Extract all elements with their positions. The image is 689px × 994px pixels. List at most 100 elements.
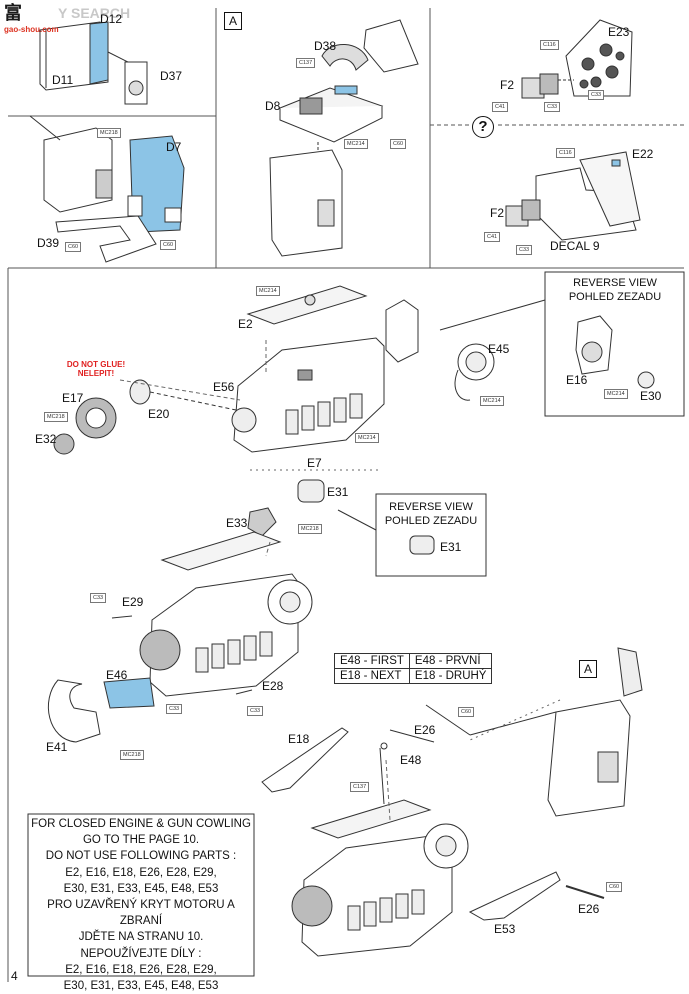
propeller-gear-e17 bbox=[53, 379, 237, 455]
seat-back-assembly bbox=[29, 115, 185, 263]
part-label-e2: E2 bbox=[238, 317, 253, 331]
material-tag: MC214 bbox=[256, 286, 280, 296]
notice-line: JDĚTE NA STRANU 10. bbox=[78, 931, 204, 944]
question-marker: ? bbox=[472, 116, 494, 138]
material-tag: MC214 bbox=[344, 139, 368, 149]
part-label-e26-bottom: E26 bbox=[578, 902, 600, 916]
reverse-view-title-en: REVERSE VIEW bbox=[389, 501, 473, 513]
part-label-d12: D12 bbox=[100, 12, 123, 26]
material-tag: MC218 bbox=[97, 128, 121, 138]
part-label-e16: E16 bbox=[566, 373, 588, 387]
instrument-panel-e23 bbox=[521, 19, 633, 99]
part-label-e56: E56 bbox=[213, 380, 235, 394]
material-tag: MC218 bbox=[44, 412, 68, 422]
part-label-e45: E45 bbox=[488, 342, 510, 356]
sequence-row: E48 - FIRST E48 - PRVNÍ bbox=[334, 653, 493, 669]
notice-line: FOR CLOSED ENGINE & GUN COWLING bbox=[31, 818, 251, 830]
part-label-e31-top: E31 bbox=[327, 485, 349, 499]
notice-box-frame bbox=[27, 813, 255, 977]
reverse-view-box-2 bbox=[247, 479, 487, 577]
part-label-e17: E17 bbox=[62, 391, 84, 405]
material-tag: C41 bbox=[492, 102, 509, 112]
panel-borders bbox=[7, 8, 684, 982]
sequence-box-frame bbox=[425, 704, 471, 736]
do-not-glue-warning: DO NOT GLUE! NELEPIT! bbox=[64, 360, 128, 378]
part-label-e32: E32 bbox=[35, 432, 57, 446]
material-tag: C137 bbox=[350, 782, 370, 792]
sequence-cell: E48 - PRVNÍ bbox=[408, 653, 493, 669]
cowling-e41 bbox=[47, 615, 253, 743]
material-tag: C60 bbox=[390, 139, 407, 149]
part-label-d37: D37 bbox=[160, 69, 183, 83]
cockpit-floor-assembly bbox=[269, 19, 419, 257]
assembly-sequence-table: E48 - FIRST E48 - PRVNÍ E18 - NEXT E18 -… bbox=[334, 653, 493, 684]
part-label-e20: E20 bbox=[148, 407, 170, 421]
section-a-marker-bottom: A bbox=[579, 660, 597, 678]
part-label-e22: E22 bbox=[632, 147, 654, 161]
reverse-view-title-en: REVERSE VIEW bbox=[573, 277, 657, 289]
part-label-d11: D11 bbox=[52, 73, 74, 87]
part-label-e26-top: E26 bbox=[414, 723, 436, 737]
sequence-cell: E18 - NEXT bbox=[334, 668, 410, 684]
material-tag: C33 bbox=[516, 245, 533, 255]
part-label-d8: D8 bbox=[265, 99, 281, 113]
material-tag: C33 bbox=[544, 102, 561, 112]
watermark-text: Y SEARCH bbox=[58, 5, 131, 21]
material-tag: MC214 bbox=[355, 433, 379, 443]
material-tag: C33 bbox=[247, 706, 264, 716]
part-label-e31-reverse: E31 bbox=[440, 540, 462, 554]
reverse-view-title-cz: POHLED ZEZADU bbox=[568, 291, 662, 303]
notice-line: DO NOT USE FOLLOWING PARTS : bbox=[45, 850, 237, 863]
material-tag: C60 bbox=[458, 707, 475, 717]
part-label-decal9: DECAL 9 bbox=[550, 239, 600, 253]
material-tag: C137 bbox=[296, 58, 316, 68]
material-tag: MC214 bbox=[604, 389, 628, 399]
warning-line-en: DO NOT GLUE! bbox=[66, 360, 126, 369]
part-label-f2-top: F2 bbox=[500, 78, 515, 92]
part-label-e53: E53 bbox=[494, 922, 516, 936]
material-tag: MC218 bbox=[120, 750, 144, 760]
part-label-e18: E18 bbox=[288, 732, 310, 746]
material-tag: C60 bbox=[606, 882, 623, 892]
closed-engine-notice: FOR CLOSED ENGINE & GUN COWLING GO TO TH… bbox=[30, 816, 252, 994]
material-tag: MC214 bbox=[480, 396, 504, 406]
d37-part bbox=[107, 51, 148, 105]
notice-line: E2, E16, E18, E26, E28, E29, bbox=[65, 963, 217, 976]
part-label-e7: E7 bbox=[307, 456, 322, 470]
cockpit-bottom-assembly bbox=[469, 647, 643, 817]
notice-line: E30, E31, E33, E45, E48, E53 bbox=[63, 980, 219, 993]
part-label-f2-bottom: F2 bbox=[490, 206, 505, 220]
sequence-row: E18 - NEXT E18 - DRUHÝ bbox=[334, 668, 493, 684]
material-tag: C41 bbox=[484, 232, 501, 242]
material-tag: C33 bbox=[166, 704, 183, 714]
part-label-e33: E33 bbox=[226, 516, 248, 530]
material-tag: C60 bbox=[160, 240, 177, 250]
sequence-cell: E18 - DRUHÝ bbox=[408, 668, 493, 684]
engine-block-bottom bbox=[291, 799, 605, 957]
instrument-panel-e22 bbox=[505, 151, 641, 241]
part-label-e23: E23 bbox=[608, 25, 630, 39]
material-tag: C33 bbox=[588, 90, 605, 100]
part-label-e48: E48 bbox=[400, 753, 422, 767]
reverse-view-title-cz: POHLED ZEZADU bbox=[384, 515, 478, 527]
leader-lines bbox=[119, 340, 561, 821]
material-tag: C116 bbox=[556, 148, 575, 158]
part-label-d7: D7 bbox=[166, 140, 182, 154]
material-tag: MC218 bbox=[298, 524, 322, 534]
watermark-logo: 富 bbox=[4, 3, 22, 23]
d11-d12-panel-part bbox=[39, 21, 109, 91]
part-label-e46: E46 bbox=[106, 668, 128, 682]
sequence-cell: E48 - FIRST bbox=[334, 653, 410, 669]
part-label-e41: E41 bbox=[46, 740, 68, 754]
part-label-d39: D39 bbox=[37, 236, 60, 250]
notice-line: E2, E16, E18, E26, E28, E29, bbox=[65, 866, 217, 879]
warning-line-cz: NELEPIT! bbox=[77, 369, 115, 379]
material-tag: C60 bbox=[65, 242, 82, 252]
material-tag: C116 bbox=[540, 40, 559, 50]
engine-mount-e18 bbox=[261, 727, 435, 805]
oil-cooler-e45 bbox=[385, 299, 495, 401]
part-label-e28: E28 bbox=[262, 679, 284, 693]
notice-line: NEPOUŽÍVEJTE DÍLY : bbox=[80, 947, 202, 960]
part-label-e29: E29 bbox=[122, 595, 144, 609]
